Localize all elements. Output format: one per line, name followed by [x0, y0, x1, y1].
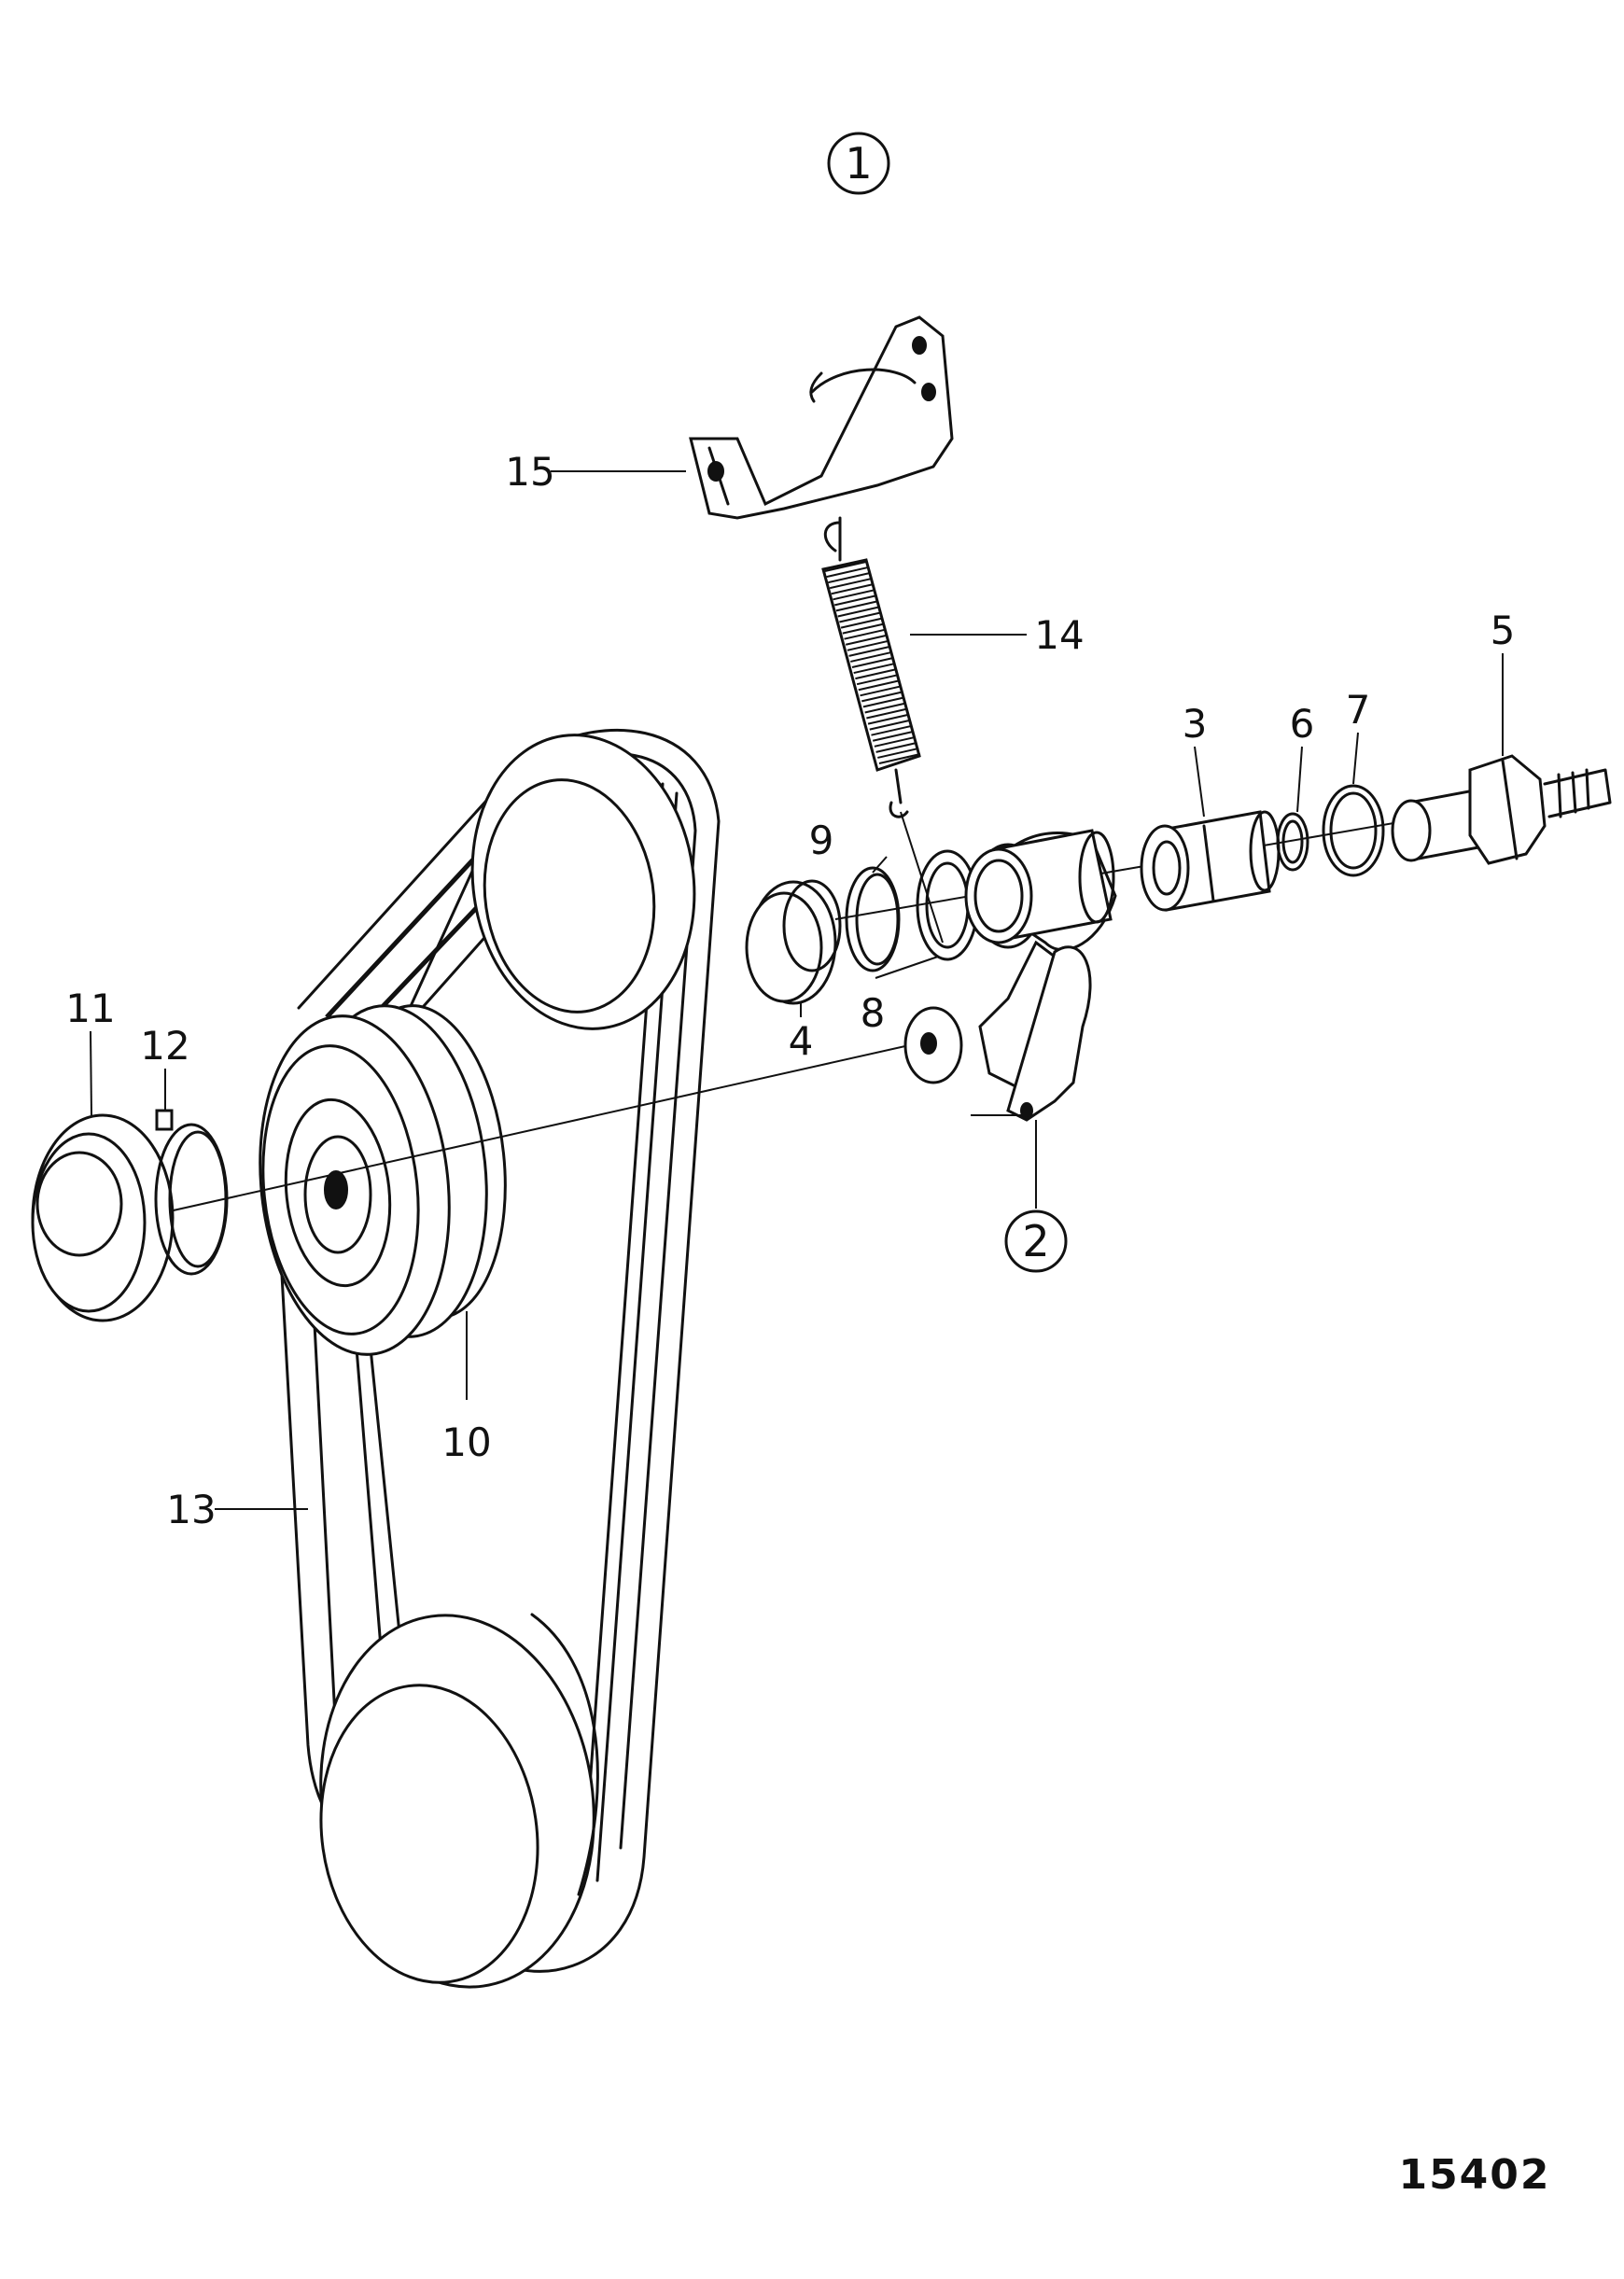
part-label-11: 11	[65, 986, 115, 1031]
part-label-12: 12	[140, 1023, 189, 1069]
spring-coil	[847, 639, 889, 651]
bushing	[1140, 810, 1281, 912]
pulley-axis-line	[139, 1037, 944, 1219]
spring-coil	[839, 611, 881, 623]
spring-coil	[842, 622, 884, 635]
spring-coil	[858, 679, 901, 692]
washer-7	[1322, 784, 1385, 877]
spring-coil	[856, 674, 899, 686]
spring-coil	[875, 741, 917, 753]
part-label-6: 6	[1290, 701, 1315, 747]
spring-coil	[831, 583, 874, 595]
spring-coil	[828, 572, 870, 584]
spring-coil	[855, 668, 897, 680]
part-label-13: 13	[166, 1487, 216, 1532]
spring-coil	[826, 566, 868, 579]
part-label-15: 15	[505, 449, 554, 495]
spring-coil	[848, 645, 890, 657]
part-label-5: 5	[1491, 608, 1516, 653]
part-label-10: 10	[441, 1419, 491, 1465]
callout-1-text: 1	[845, 138, 872, 189]
callout-1: 1	[827, 132, 890, 195]
spring-coil	[869, 719, 911, 731]
spring-coil	[872, 730, 915, 742]
spring-coil	[834, 594, 876, 607]
spring-coil	[829, 578, 872, 590]
spring-coil	[874, 735, 917, 748]
circlip-9	[845, 866, 901, 972]
tensioner-sleeve	[964, 829, 1115, 944]
callout-2: 2	[1004, 1209, 1068, 1273]
o-ring	[1276, 812, 1309, 872]
spring-coil	[837, 606, 879, 618]
figure-number: 15402	[1398, 2151, 1550, 2199]
spring-coil	[853, 663, 895, 675]
callout-2-text: 2	[1022, 1216, 1049, 1266]
upper-pulley	[470, 734, 696, 1030]
part-label-7: 7	[1346, 687, 1371, 733]
spring-coil	[878, 753, 921, 764]
mounting-bracket	[689, 315, 954, 520]
part-label-4: 4	[789, 1018, 814, 1064]
spring-coil	[862, 696, 905, 708]
spring-coil	[835, 600, 878, 612]
tension-spring	[821, 516, 944, 944]
shoulder-bolt	[1391, 754, 1612, 865]
spring-coil	[860, 685, 902, 697]
plug-cap	[745, 879, 842, 1005]
spring-coil	[833, 589, 875, 601]
spring-coil	[840, 617, 883, 629]
part-label-8: 8	[861, 990, 886, 1036]
part-label-9: 9	[809, 818, 834, 863]
lower-pulley	[319, 1613, 599, 1989]
spring-coil	[877, 747, 919, 759]
circlip-12	[154, 1109, 229, 1276]
spring-coil	[861, 691, 903, 703]
spring-coil	[824, 561, 867, 572]
spring-coil	[850, 650, 892, 663]
double-pulley	[259, 1004, 507, 1356]
leader-lines	[90, 470, 1504, 1510]
spring-coil	[851, 657, 894, 668]
spring-coil	[871, 724, 913, 736]
part-label-14: 14	[1034, 612, 1084, 658]
spring-coil	[845, 634, 888, 646]
spring-coil	[867, 713, 910, 725]
spring-coil	[844, 628, 886, 640]
spring-coil	[864, 702, 906, 714]
spring-coil	[866, 707, 908, 720]
dust-cap	[31, 1113, 175, 1322]
part-label-3: 3	[1183, 701, 1208, 747]
